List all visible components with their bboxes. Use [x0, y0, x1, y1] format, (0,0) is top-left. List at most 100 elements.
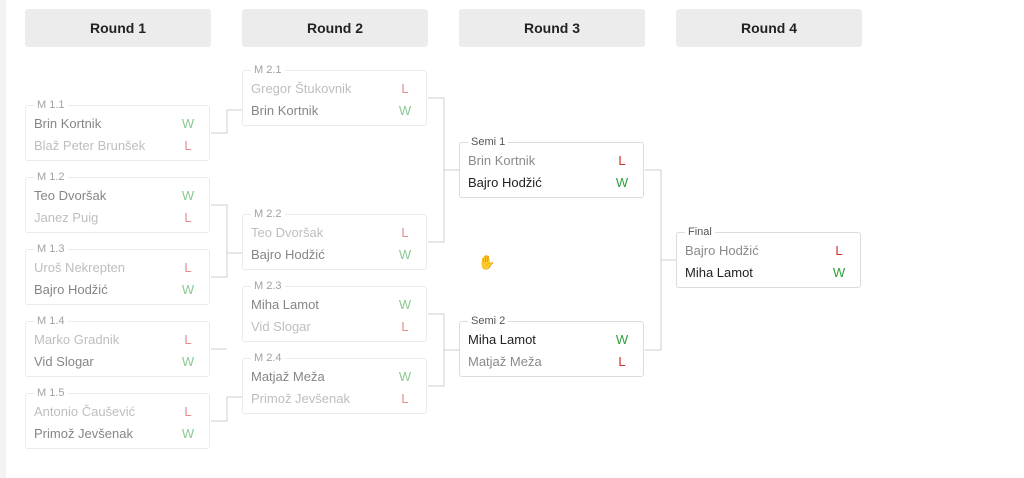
player-name: Matjaž Meža	[468, 353, 542, 369]
match-player-row[interactable]: Brin Kortnik W	[26, 112, 209, 134]
match-semi-1[interactable]: Semi 1 Brin Kortnik L Bajro Hodžić W	[459, 135, 644, 198]
player-name: Gregor Štukovnik	[251, 80, 352, 96]
result-badge: L	[401, 80, 409, 96]
result-badge: L	[401, 318, 409, 334]
match-semi-2[interactable]: Semi 2 Miha Lamot W Matjaž Meža L	[459, 314, 644, 377]
match-label: M 2.4	[251, 351, 285, 365]
match-1-4[interactable]: M 1.4 Marko Gradnik L Vid Slogar W	[25, 314, 210, 377]
match-player-row[interactable]: Brin Kortnik L	[460, 149, 643, 171]
player-name: Bajro Hodžić	[468, 174, 542, 190]
result-badge: W	[181, 115, 195, 131]
match-player-row[interactable]: Vid Slogar L	[243, 315, 426, 337]
match-player-row[interactable]: Brin Kortnik W	[243, 99, 426, 121]
match-player-row[interactable]: Blaž Peter Brunšek L	[26, 134, 209, 156]
result-badge: W	[398, 368, 412, 384]
match-player-row[interactable]: Antonio Čaušević L	[26, 400, 209, 422]
hand-cursor-icon: ✋	[478, 254, 496, 270]
round-3-header: Round 3	[459, 9, 645, 47]
result-badge: L	[184, 137, 192, 153]
match-label: M 1.2	[34, 170, 68, 184]
match-player-row[interactable]: Bajro Hodžić W	[460, 171, 643, 193]
match-1-2[interactable]: M 1.2 Teo Dvoršak W Janez Puig L	[25, 170, 210, 233]
match-label: M 2.2	[251, 207, 285, 221]
player-name: Bajro Hodžić	[34, 281, 108, 297]
match-label: Semi 2	[468, 314, 509, 328]
player-name: Miha Lamot	[251, 296, 319, 312]
match-2-2[interactable]: M 2.2 Teo Dvoršak L Bajro Hodžić W	[242, 207, 427, 270]
result-badge: W	[181, 353, 195, 369]
player-name: Vid Slogar	[34, 353, 94, 369]
result-badge: L	[184, 403, 192, 419]
match-2-4[interactable]: M 2.4 Matjaž Meža W Primož Jevšenak L	[242, 351, 427, 414]
match-player-row[interactable]: Janez Puig L	[26, 206, 209, 228]
result-badge: L	[184, 259, 192, 275]
player-name: Miha Lamot	[468, 331, 536, 347]
player-name: Primož Jevšenak	[251, 390, 350, 406]
result-badge: W	[398, 246, 412, 262]
match-player-row[interactable]: Miha Lamot W	[460, 328, 643, 350]
player-name: Primož Jevšenak	[34, 425, 133, 441]
match-player-row[interactable]: Matjaž Meža W	[243, 365, 426, 387]
match-player-row[interactable]: Teo Dvoršak L	[243, 221, 426, 243]
match-2-1[interactable]: M 2.1 Gregor Štukovnik L Brin Kortnik W	[242, 63, 427, 126]
match-player-row[interactable]: Teo Dvoršak W	[26, 184, 209, 206]
match-label: M 1.5	[34, 386, 68, 400]
match-player-row[interactable]: Miha Lamot W	[243, 293, 426, 315]
round-2-header: Round 2	[242, 9, 428, 47]
match-2-3[interactable]: M 2.3 Miha Lamot W Vid Slogar L	[242, 279, 427, 342]
player-name: Teo Dvoršak	[34, 187, 107, 203]
player-name: Antonio Čaušević	[34, 403, 136, 419]
result-badge: L	[401, 224, 409, 240]
match-player-row[interactable]: Primož Jevšenak L	[243, 387, 426, 409]
result-badge: L	[618, 353, 626, 369]
page-left-edge	[0, 0, 6, 478]
player-name: Brin Kortnik	[251, 102, 319, 118]
player-name: Bajro Hodžić	[251, 246, 325, 262]
match-label: M 1.1	[34, 98, 68, 112]
result-badge: W	[181, 425, 195, 441]
player-name: Janez Puig	[34, 209, 99, 225]
result-badge: L	[618, 152, 626, 168]
result-badge: W	[615, 331, 629, 347]
match-player-row[interactable]: Matjaž Meža L	[460, 350, 643, 372]
match-player-row[interactable]: Bajro Hodžić W	[243, 243, 426, 265]
player-name: Vid Slogar	[251, 318, 311, 334]
player-name: Miha Lamot	[685, 264, 753, 280]
player-name: Matjaž Meža	[251, 368, 325, 384]
result-badge: W	[181, 187, 195, 203]
player-name: Brin Kortnik	[468, 152, 536, 168]
player-name: Marko Gradnik	[34, 331, 120, 347]
match-player-row[interactable]: Vid Slogar W	[26, 350, 209, 372]
match-1-1[interactable]: M 1.1 Brin Kortnik W Blaž Peter Brunšek L	[25, 98, 210, 161]
result-badge: L	[184, 331, 192, 347]
match-label: M 1.3	[34, 242, 68, 256]
player-name: Uroš Nekrepten	[34, 259, 126, 275]
result-badge: W	[832, 264, 846, 280]
match-label: Semi 1	[468, 135, 509, 149]
player-name: Brin Kortnik	[34, 115, 102, 131]
match-player-row[interactable]: Gregor Štukovnik L	[243, 77, 426, 99]
match-label: M 2.3	[251, 279, 285, 293]
result-badge: L	[835, 242, 843, 258]
player-name: Blaž Peter Brunšek	[34, 137, 146, 153]
round-4-header: Round 4	[676, 9, 862, 47]
result-badge: W	[398, 296, 412, 312]
match-label: M 2.1	[251, 63, 285, 77]
round-1-header: Round 1	[25, 9, 211, 47]
match-player-row[interactable]: Primož Jevšenak W	[26, 422, 209, 444]
player-name: Teo Dvoršak	[251, 224, 324, 240]
match-player-row[interactable]: Uroš Nekrepten L	[26, 256, 209, 278]
result-badge: L	[401, 390, 409, 406]
result-badge: W	[398, 102, 412, 118]
match-1-5[interactable]: M 1.5 Antonio Čaušević L Primož Jevšenak W	[25, 386, 210, 449]
match-player-row[interactable]: Marko Gradnik L	[26, 328, 209, 350]
match-player-row[interactable]: Miha Lamot W	[677, 261, 860, 283]
result-badge: L	[184, 209, 192, 225]
match-label: Final	[685, 225, 715, 239]
result-badge: W	[615, 174, 629, 190]
match-label: M 1.4	[34, 314, 68, 328]
